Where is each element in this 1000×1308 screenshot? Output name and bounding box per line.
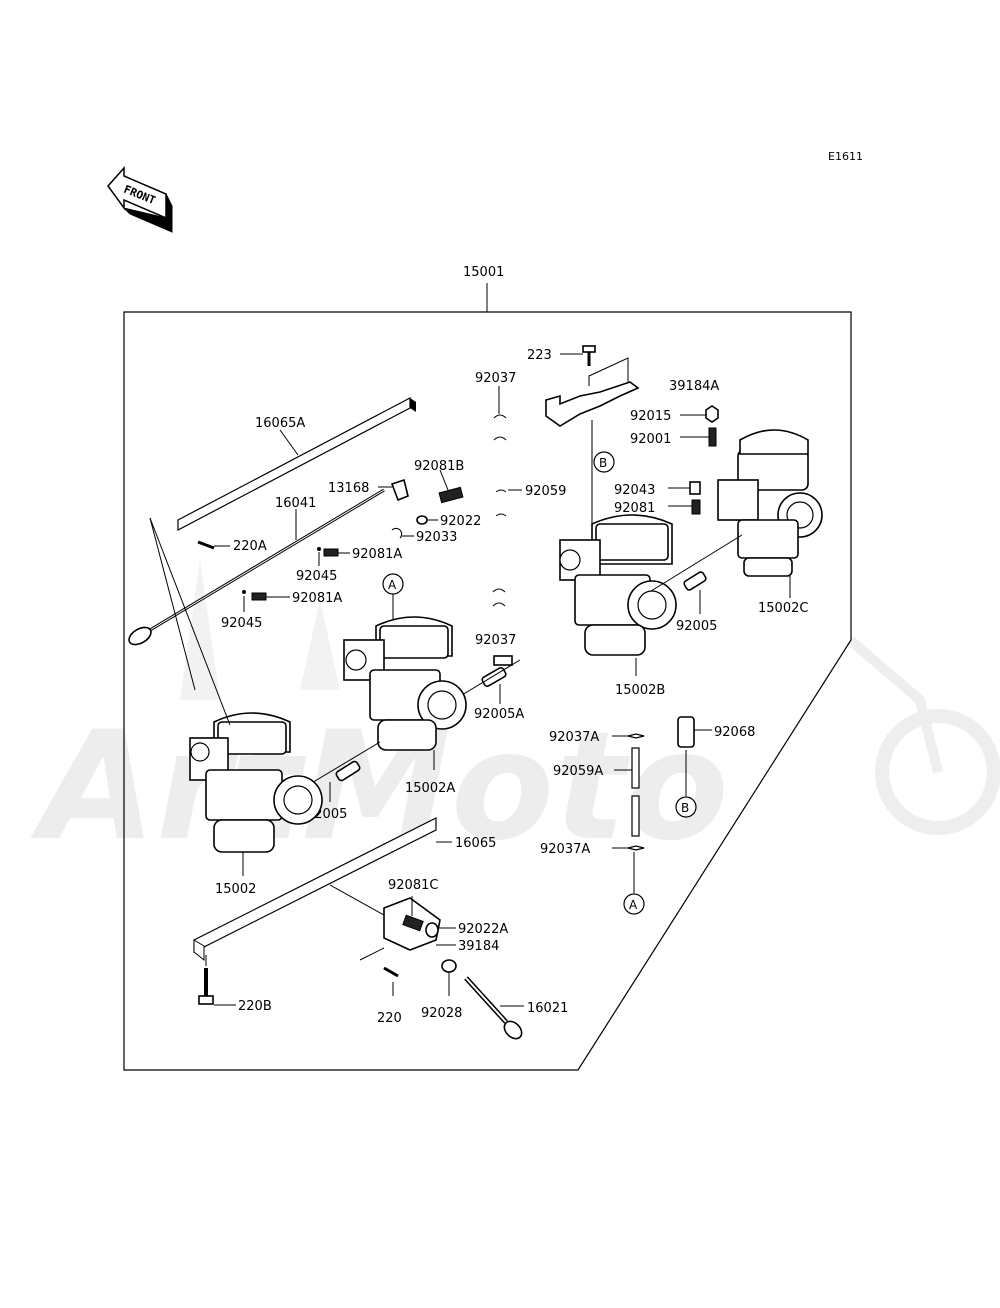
callout-a-lower-label: A <box>629 898 638 912</box>
tube-92059A-1 <box>631 747 640 789</box>
spring-92081 <box>691 499 701 515</box>
label-92045-1: 92045 <box>296 569 337 584</box>
label-92081A-2: 92081A <box>292 591 342 606</box>
label-92081: 92081 <box>614 501 655 516</box>
screw-92001 <box>708 427 717 447</box>
tee-fitting-92005A <box>481 655 513 688</box>
label-92081C: 92081C <box>388 878 438 893</box>
clip-92037-top <box>493 414 507 441</box>
label-92015: 92015 <box>630 409 671 424</box>
label-15002B: 15002B <box>615 683 665 698</box>
label-13168: 13168 <box>328 481 369 496</box>
label-16065A: 16065A <box>255 416 305 431</box>
rail-16065A <box>177 397 416 531</box>
fitting-92005-right <box>683 571 707 591</box>
bolt-220B <box>198 968 214 1005</box>
lever-13168 <box>390 478 409 502</box>
screw-16021 <box>464 976 523 1040</box>
label-223: 223 <box>527 348 552 363</box>
callout-b-lower <box>675 796 697 818</box>
label-220A: 220A <box>233 539 267 554</box>
label-92037A-1: 92037A <box>549 730 599 745</box>
label-39184: 39184 <box>458 939 499 954</box>
label-92028: 92028 <box>421 1006 462 1021</box>
label-92043: 92043 <box>614 483 655 498</box>
screw-220 <box>383 966 399 978</box>
carburetor-15002B <box>559 514 677 656</box>
diagram-id: E1611 <box>828 150 863 163</box>
spring-92081C <box>402 914 424 932</box>
label-92022A: 92022A <box>458 922 508 937</box>
screw-220A <box>197 540 215 550</box>
label-16041: 16041 <box>275 496 316 511</box>
callout-b-lower-label: B <box>681 801 689 815</box>
clip-92037-mid <box>492 588 506 607</box>
carburetor-15002A <box>343 616 467 751</box>
label-92045-2: 92045 <box>221 616 262 631</box>
bracket-39184A <box>545 381 640 427</box>
oring-92059 <box>495 489 507 517</box>
label-92081B: 92081B <box>414 459 464 474</box>
spring-92081A-1 <box>323 548 339 557</box>
washer-92022A <box>425 922 439 938</box>
label-92059: 92059 <box>525 484 566 499</box>
ball-92045-2 <box>242 590 246 594</box>
label-92059A: 92059A <box>553 764 603 779</box>
assembly-number: 15001 <box>463 265 504 280</box>
label-16021: 16021 <box>527 1001 568 1016</box>
front-arrow-icon: FRONT <box>107 166 173 233</box>
cap-92068 <box>677 716 695 748</box>
label-92005-right: 92005 <box>676 619 717 634</box>
label-92081A-1: 92081A <box>352 547 402 562</box>
bolt-223 <box>582 345 596 366</box>
carburetor-15002 <box>189 712 323 853</box>
bar-16065 <box>193 817 437 962</box>
spring-92081B <box>438 486 464 504</box>
label-92033: 92033 <box>416 530 457 545</box>
ball-92045-1 <box>317 547 321 551</box>
carburetor-15002C <box>717 429 823 577</box>
callout-a-upper-label: A <box>388 578 397 592</box>
tube-92059A-2 <box>631 795 640 837</box>
clip-92037A-1 <box>627 733 645 739</box>
washer-92022 <box>416 515 428 525</box>
fitting-92005-left <box>335 760 361 782</box>
assembly-frame <box>123 311 852 1071</box>
label-220B: 220B <box>238 999 272 1014</box>
clip-92033 <box>391 527 403 539</box>
washer-92028 <box>441 959 457 973</box>
cap-92043 <box>689 481 701 495</box>
label-15002: 15002 <box>215 882 256 897</box>
label-92037-mid: 92037 <box>475 633 516 648</box>
label-92037A-2: 92037A <box>540 842 590 857</box>
nut-92015 <box>705 405 719 423</box>
label-220: 220 <box>377 1011 402 1026</box>
label-39184A: 39184A <box>669 379 719 394</box>
callout-b-upper <box>593 451 615 473</box>
label-92037-top: 92037 <box>475 371 516 386</box>
label-15002A: 15002A <box>405 781 455 796</box>
spring-92081A-2 <box>251 592 267 601</box>
clip-92037A-2 <box>627 845 645 851</box>
label-92022: 92022 <box>440 514 481 529</box>
shaft-16041 <box>128 488 385 646</box>
callout-a-lower <box>623 893 645 915</box>
callout-b-upper-label: B <box>599 456 607 470</box>
label-92068: 92068 <box>714 725 755 740</box>
label-15002C: 15002C <box>758 601 808 616</box>
label-16065: 16065 <box>455 836 496 851</box>
label-92005A: 92005A <box>474 707 524 722</box>
label-92001: 92001 <box>630 432 671 447</box>
